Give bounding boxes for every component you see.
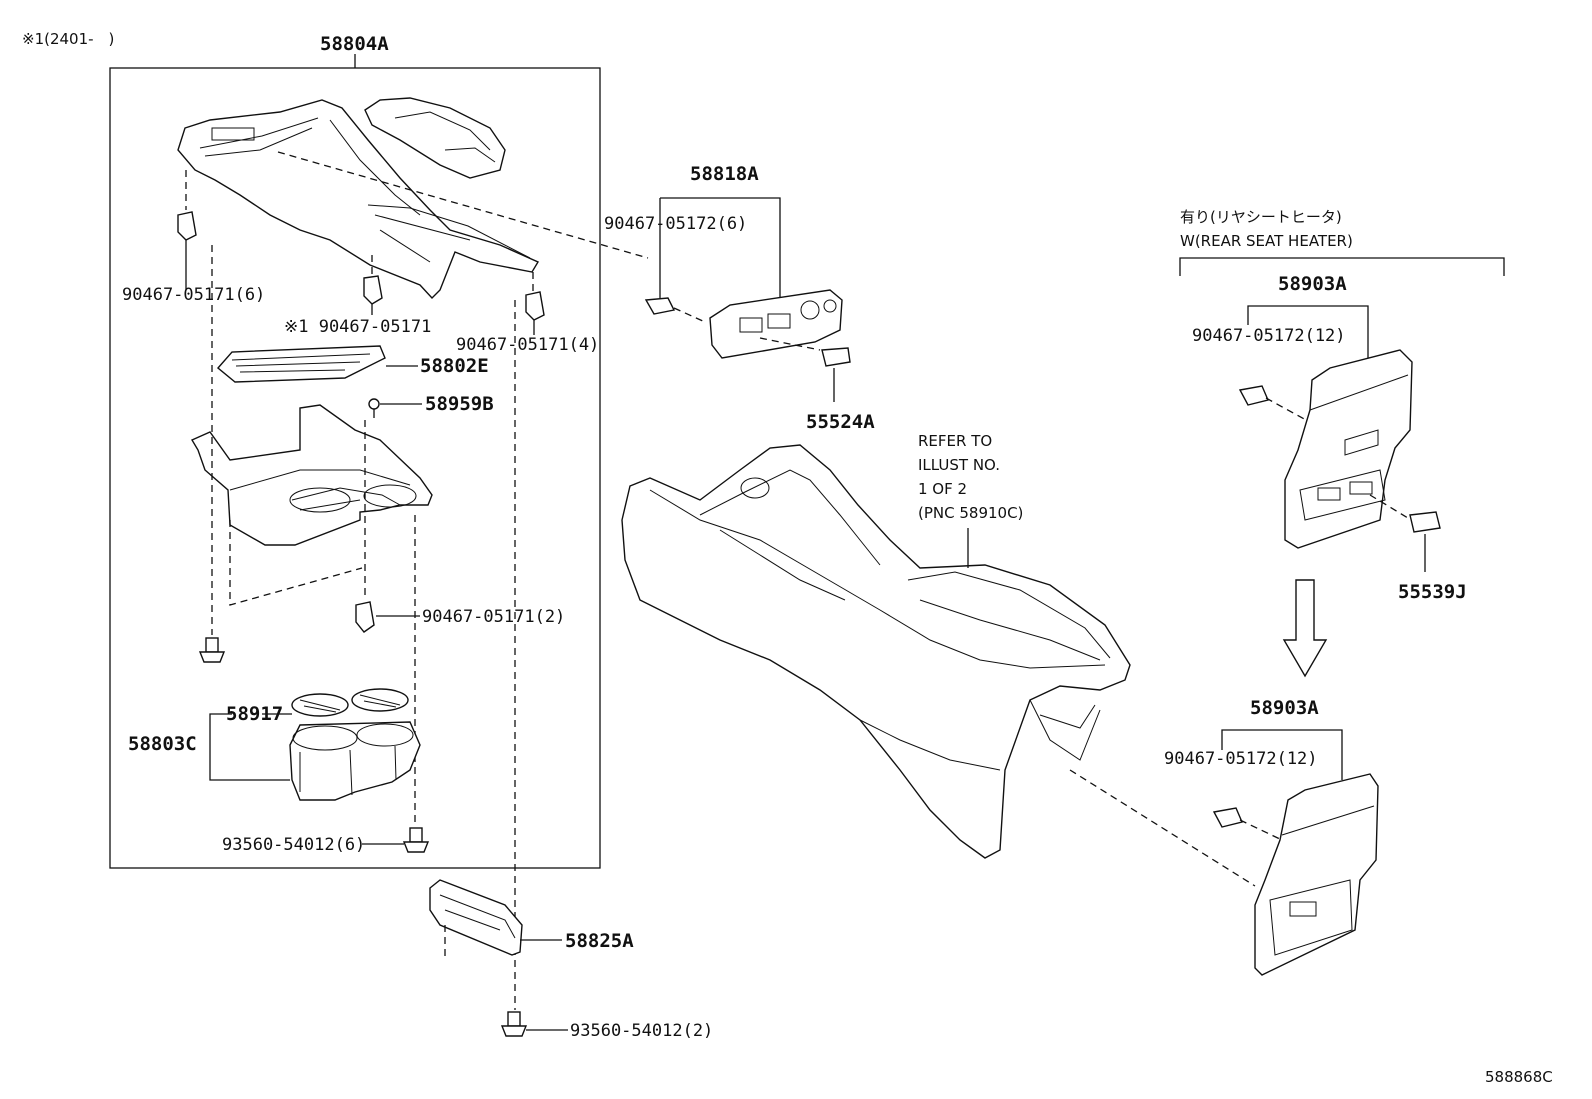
label-clip-90467-05172-12-bottom[interactable]: 90467-05172(12) [1164, 749, 1318, 769]
label-58818A[interactable]: 58818A [690, 163, 759, 185]
clip-icon-right [525, 291, 545, 321]
console-upper-panel [177, 99, 540, 300]
leader-58903A-bottom [1221, 729, 1343, 780]
plug-icon-55524A [821, 347, 851, 367]
heater-note-line-2: W(REAR SEAT HEATER) [1180, 232, 1353, 250]
bracket-heater-option [1179, 257, 1505, 276]
refer-note-line-2: ILLUST NO. [918, 456, 1000, 474]
clip-icon-left [177, 211, 197, 241]
leader-58903A-top [1247, 305, 1369, 360]
arrow-down-icon [1282, 579, 1328, 678]
label-clip-90467-05172-6[interactable]: 90467-05172(6) [604, 214, 747, 234]
label-58804A[interactable]: 58804A [320, 33, 389, 55]
label-58825A[interactable]: 58825A [565, 930, 634, 952]
plug-icon-55539J [1409, 511, 1441, 533]
rear-panel-58903A [1254, 773, 1379, 976]
refer-note: REFER TO ILLUST NO. 1 OF 2 (PNC 58910C) [918, 432, 1023, 522]
label-55539J[interactable]: 55539J [1398, 581, 1467, 603]
clip-icon-switch [644, 297, 676, 315]
screw-icon-bottom [500, 1011, 528, 1037]
label-clip-90467-05172-12-top[interactable]: 90467-05172(12) [1192, 326, 1346, 346]
refer-note-line-1: REFER TO [918, 432, 992, 450]
mat-58802E [216, 345, 386, 383]
footer-code: 588868C [1485, 1068, 1553, 1086]
clip-icon-rear-top [1238, 385, 1269, 406]
screw-icon-left [198, 637, 226, 663]
label-screw-93560-54012-2[interactable]: 93560-54012(2) [570, 1021, 713, 1041]
label-clip-90467-05171-4[interactable]: 90467-05171(4) [456, 335, 599, 355]
top-note: ※1(2401- ) [22, 30, 114, 48]
label-58802E[interactable]: 58802E [420, 355, 489, 377]
heater-note-line-1: 有り(リヤシートヒータ) [1180, 208, 1342, 226]
switch-panel-58818A [709, 289, 843, 359]
shift-top-piece [364, 97, 506, 179]
label-screw-93560-54012-6[interactable]: 93560-54012(6) [222, 835, 365, 855]
console-box [190, 404, 433, 546]
clip-icon-lower [355, 601, 375, 633]
rear-panel-58903A-heater [1284, 349, 1413, 549]
dash-rear-to-plug [1369, 494, 1409, 519]
dash-clip-rear-top [1265, 397, 1307, 421]
bolt-icon-58959B [368, 398, 380, 418]
label-58917[interactable]: 58917 [226, 703, 283, 725]
dash-box-outline [229, 520, 363, 606]
label-clip-90467-05171-note[interactable]: ※1 90467-05171 [284, 317, 431, 337]
leader-58818A [659, 197, 781, 302]
clip-icon-middle [363, 275, 383, 305]
dash-clip-switch [673, 307, 706, 323]
label-58903A-bottom[interactable]: 58903A [1250, 697, 1319, 719]
label-clip-90467-05171-6[interactable]: 90467-05171(6) [122, 285, 265, 305]
clip-icon-rear-bottom [1212, 807, 1243, 828]
leader-58803C [209, 713, 290, 781]
cup-holder-58803C [289, 688, 421, 801]
refer-note-line-3: 1 OF 2 [918, 480, 967, 498]
label-clip-90467-05171-2[interactable]: 90467-05171(2) [422, 607, 565, 627]
dash-switch-to-plug [759, 337, 821, 351]
screw-icon-cup [402, 827, 430, 853]
label-55524A[interactable]: 55524A [806, 411, 875, 433]
dash-panel-to-switch [277, 151, 649, 259]
label-58803C[interactable]: 58803C [128, 733, 197, 755]
dash-console-to-rear-panel [1069, 769, 1256, 887]
refer-note-line-4: (PNC 58910C) [918, 504, 1023, 522]
dash-clip-rear-bottom [1239, 819, 1283, 841]
center-console-body [621, 444, 1131, 859]
label-58959B[interactable]: 58959B [425, 393, 494, 415]
label-58903A-top[interactable]: 58903A [1278, 273, 1347, 295]
tray-58825A [429, 879, 523, 956]
